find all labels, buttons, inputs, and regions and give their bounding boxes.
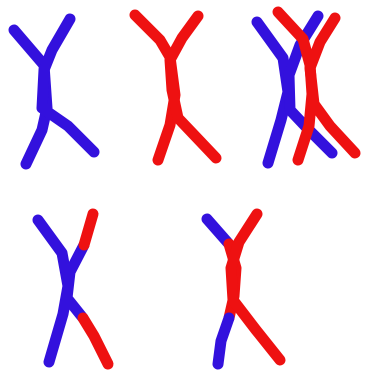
recombinant-mostly-red bbox=[207, 214, 280, 364]
red-chromosome bbox=[135, 15, 216, 160]
paired-blue-left-arm bbox=[257, 22, 288, 163]
blue-chromosome bbox=[14, 19, 94, 164]
paired-chromosomes bbox=[257, 12, 355, 163]
recombinant-blue-lower-tip bbox=[218, 318, 229, 364]
red-chromosome-right-arm bbox=[170, 16, 216, 158]
recombinant-red-lower-tip bbox=[83, 318, 108, 364]
recombinant-blue-right-upper-arm bbox=[67, 245, 84, 318]
recombinant-mostly-blue bbox=[38, 214, 108, 364]
recombinant-red-top-tip bbox=[84, 214, 93, 245]
